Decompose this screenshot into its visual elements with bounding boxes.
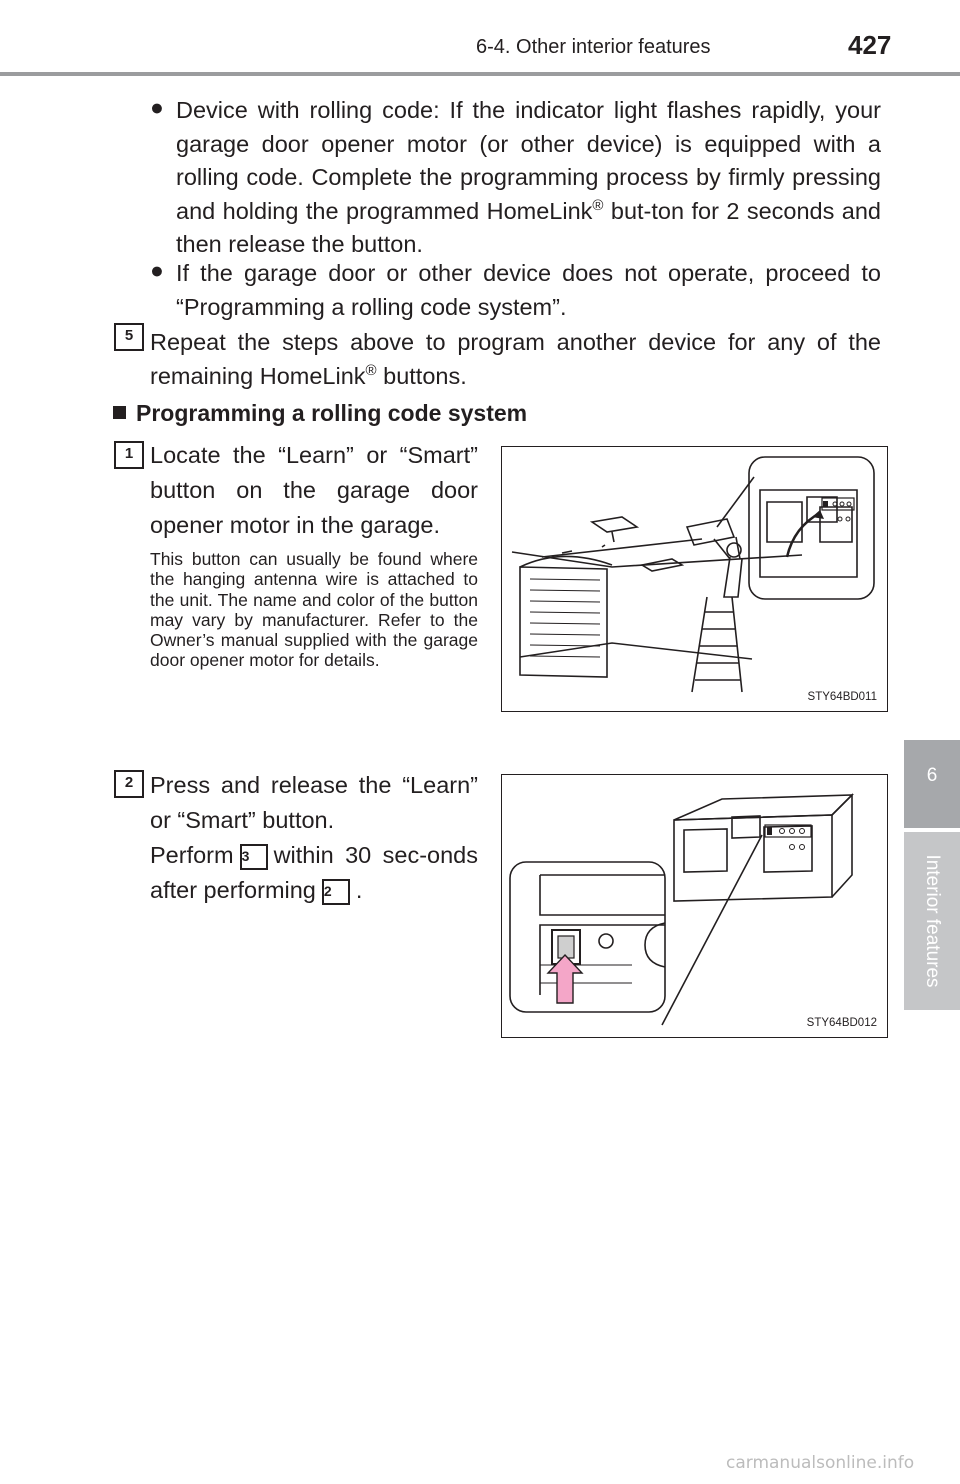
step-5-body: Repeat the steps above to program anothe… — [150, 329, 881, 389]
bullet-text-end: but-ton for 2 seconds and then release t… — [176, 197, 881, 258]
step-2-perform: Perform — [150, 842, 234, 868]
step-5-text: Repeat the steps above to program anothe… — [150, 326, 881, 393]
header-rule — [0, 72, 960, 76]
section-heading: Programming a rolling code system — [113, 400, 527, 427]
step-3-ref-badge[interactable]: 3 — [239, 844, 268, 870]
bullet-text: Device with rolling code: If the indicat… — [176, 97, 881, 224]
step-2-text: Press and release the “Learn” or “Smart”… — [150, 772, 478, 833]
step-2-badge: 2 — [114, 770, 144, 798]
garage-illustration — [511, 456, 875, 693]
bullet-icon: ● — [150, 94, 164, 120]
learn-button-illustration — [509, 793, 854, 1026]
figure-garage-opener: STY64BD011 — [501, 446, 888, 712]
chapter-strip — [904, 832, 960, 1010]
registered-mark: ® — [592, 196, 604, 214]
step-5-body-end: buttons. — [376, 362, 467, 389]
chapter-tab[interactable] — [904, 740, 960, 828]
step-2-ref-badge[interactable]: 2 — [321, 879, 350, 905]
step-1-text: Locate the “Learn” or “Smart” button on … — [150, 442, 478, 538]
figure-code: STY64BD011 — [807, 691, 877, 703]
watermark: carmanualsonline.info — [726, 1453, 915, 1473]
step-1-badge: 1 — [114, 441, 144, 469]
section-title: 6-4. Other interior features — [476, 36, 711, 58]
page-number: 427 — [848, 30, 892, 60]
bullet-not-operate: If the garage door or other device does … — [176, 260, 881, 320]
registered-mark: ® — [365, 361, 377, 379]
figure-code: STY64BD012 — [806, 1017, 877, 1029]
heading-square-icon — [113, 406, 126, 419]
chapter-number: 6 — [926, 765, 938, 786]
bullet-icon: ● — [150, 257, 164, 283]
step-1-note: This button can usually be found where t… — [150, 549, 478, 671]
figure-learn-button: STY64BD012 — [501, 774, 888, 1038]
bullet-rolling-code: Device with rolling code: If the indicat… — [176, 94, 881, 262]
section-heading-text: Programming a rolling code system — [136, 400, 528, 426]
press-arrow-icon — [546, 953, 584, 1004]
step-2-within: within 30 sec-onds after performing — [150, 842, 478, 903]
step-2-period: . — [355, 877, 363, 903]
chapter-title: Interior features — [922, 854, 943, 988]
step-5-badge: 5 — [114, 323, 144, 351]
